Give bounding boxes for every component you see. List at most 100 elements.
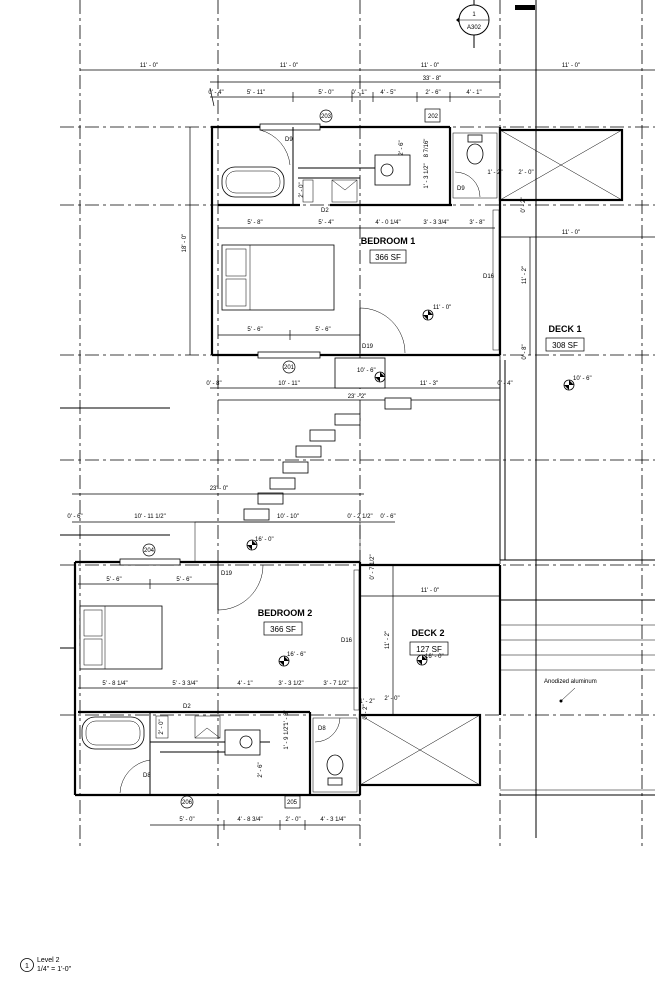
b1-dim-a1: 5' - 4" bbox=[318, 220, 333, 226]
view-title-number: 1 bbox=[25, 963, 29, 970]
deck-2: 11' - 0" 11' - 2" 0' - 7 1/2" DECK 2 127… bbox=[358, 554, 502, 787]
dim-top-6: 4' - 1" bbox=[466, 90, 481, 96]
b2-door-right: D16 bbox=[341, 638, 353, 644]
bedroom-2-area: 366 SF bbox=[270, 625, 296, 634]
b2-low-4: 3' - 7 1/2" bbox=[323, 681, 348, 687]
bedroom-2-name: BEDROOM 2 bbox=[258, 608, 313, 618]
stair: 10' - 6" bbox=[243, 357, 412, 521]
window-tag-202: 202 bbox=[428, 114, 439, 120]
dim-grid-right: 11' - 0" bbox=[421, 63, 439, 69]
mid-part-2: 10' - 10" bbox=[277, 514, 299, 520]
dim-overall-top: 33' - 8" bbox=[423, 76, 442, 82]
dim-top-2: 5' - 0" bbox=[318, 90, 333, 96]
view-title-scale: 1/4" = 1'-0" bbox=[37, 966, 72, 973]
bedroom-2: BEDROOM 2 366 SF D19 D16 16' - 6" 5' - 6… bbox=[73, 558, 400, 830]
b1-door-tag-0: D9 bbox=[285, 137, 293, 143]
column-marker bbox=[515, 5, 535, 10]
section-marker-number: 1 bbox=[472, 12, 476, 18]
b2-bottom-0: 5' - 0" bbox=[179, 817, 194, 823]
deck-2-area: 127 SF bbox=[416, 645, 442, 654]
mid-dimensions: 23' - 0" 0' - 6" 10' - 11 1/2" 10' - 10"… bbox=[67, 486, 396, 563]
b1-bottom-1: 10' - 11" bbox=[278, 381, 300, 387]
b2-low-0: 5' - 8 1/4" bbox=[102, 681, 127, 687]
mid-part-4: 0' - 6" bbox=[380, 514, 395, 520]
material-note: Anodized aluminum bbox=[544, 679, 597, 703]
b1-door-tag-4: D19 bbox=[362, 344, 374, 350]
deck-1: 11' - 0" 11' - 2" 0' - 8" DECK 1 308 SF … bbox=[498, 128, 655, 560]
section-marker: 1 A302 bbox=[456, 0, 490, 48]
b2-top-1: 5' - 6" bbox=[176, 577, 191, 583]
dim-grid-mid: 11' - 0" bbox=[280, 63, 298, 69]
b1-elevation: 11' - 0" bbox=[433, 305, 451, 311]
b2-door-top: D19 bbox=[221, 571, 233, 577]
b1-dim-a3: 3' - 3 3/4" bbox=[423, 220, 448, 226]
dim-top-0: 0' - 4" bbox=[208, 90, 223, 96]
window-tag-206: 206 bbox=[182, 800, 193, 806]
b1-vdim-4: 1' - 2" bbox=[487, 170, 502, 176]
mid-part-1: 10' - 11 1/2" bbox=[134, 514, 166, 520]
note-anodized-aluminum: Anodized aluminum bbox=[544, 679, 597, 685]
b1-vdim-1: 1' - 3 1/2" bbox=[424, 163, 430, 188]
view-title-name: Level 2 bbox=[37, 957, 60, 964]
deck-1-area: 308 SF bbox=[552, 341, 578, 350]
mid-elevation: 16' - 0" bbox=[255, 537, 274, 543]
b2-bottom-3: 4' - 3 1/4" bbox=[320, 817, 345, 823]
b1-vdim-0: 2' - 6" bbox=[399, 140, 405, 155]
deck-2-height: 11' - 2" bbox=[385, 631, 391, 649]
b2-bottom-2: 2' - 0" bbox=[285, 817, 300, 823]
b2-vdim-6: 0' - 2" bbox=[363, 704, 369, 719]
bedroom-1-area: 366 SF bbox=[375, 253, 401, 262]
stair-elevation: 10' - 6" bbox=[357, 368, 376, 374]
dim-top-4: 4' - 5" bbox=[380, 90, 395, 96]
window-tag-204: 204 bbox=[144, 548, 155, 554]
mid-part-0: 0' - 6" bbox=[67, 514, 82, 520]
b2-low-1: 5' - 3 3/4" bbox=[172, 681, 197, 687]
b2-vdim-3: 2' - 6" bbox=[258, 762, 264, 777]
b1-vdim-6: 0' - 2" bbox=[521, 197, 527, 212]
b1-dim-b0: 5' - 6" bbox=[247, 327, 262, 333]
window-tag-203: 203 bbox=[321, 114, 332, 120]
b2-top-0: 5' - 6" bbox=[106, 577, 121, 583]
deck-1-height: 11' - 2" bbox=[522, 266, 528, 284]
b2-vdim-1: 1' - 9 1/2" bbox=[284, 724, 290, 749]
dim-grid-left: 11' - 0" bbox=[140, 63, 158, 69]
b1-dim-a2: 4' - 0 1/4" bbox=[375, 220, 400, 226]
window-tags-top: 203 202 bbox=[319, 108, 441, 123]
mid-part-3: 0' - 2 1/2" bbox=[347, 514, 372, 520]
b1-bottom-2: 11' - 3" bbox=[420, 381, 438, 387]
top-dimensions: 11' - 0" 11' - 0" 11' - 0" 11' - 0" 33' … bbox=[80, 63, 655, 107]
dim-top-1: 5' - 11" bbox=[247, 90, 265, 96]
b2-vdim-0: 2' - 0" bbox=[159, 719, 165, 734]
deck-1-gap: 0' - 8" bbox=[522, 344, 528, 359]
b1-dim-b1: 5' - 6" bbox=[315, 327, 330, 333]
b1-dim-a4: 3' - 8" bbox=[469, 220, 484, 226]
b1-bottom-4: 23' - 2" bbox=[348, 394, 367, 400]
deck-2-name: DECK 2 bbox=[411, 628, 444, 638]
deck-1-elevation: 10' - 6" bbox=[573, 376, 592, 382]
window-tag-201: 201 bbox=[284, 365, 295, 371]
b2-vdim-4: 1' - 2" bbox=[359, 699, 374, 705]
dim-top-3: 0' - 1" bbox=[351, 90, 366, 96]
section-marker-sheet: A302 bbox=[467, 25, 482, 31]
mid-overall: 23' - 0" bbox=[210, 486, 229, 492]
b1-door-tag-1: D2 bbox=[321, 208, 329, 214]
bedroom-1: BEDROOM 1 366 SF 5' - 8" 5' - 4" 4' - 0 … bbox=[182, 123, 534, 401]
b1-dim-a0: 5' - 8" bbox=[247, 220, 262, 226]
b2-bottom-1: 4' - 8 3/4" bbox=[237, 817, 262, 823]
b1-vdim-2: 8 7/16" bbox=[424, 139, 430, 158]
dim-top-5: 2' - 6" bbox=[425, 90, 440, 96]
b2-door-tag-d2: D2 bbox=[183, 704, 191, 710]
deck-2-elevation: 16' - 0" bbox=[425, 654, 444, 660]
deck-1-width: 11' - 0" bbox=[562, 230, 580, 236]
b2-vdim-2: 1' - 3" bbox=[284, 710, 290, 725]
view-title: 1 Level 2 1/4" = 1'-0" bbox=[20, 957, 72, 973]
window-tag-205: 205 bbox=[287, 800, 298, 806]
b1-bottom-0: 0' - 8" bbox=[206, 381, 221, 387]
b2-low-3: 3' - 3 1/2" bbox=[278, 681, 303, 687]
b2-elevation: 16' - 6" bbox=[287, 652, 306, 658]
b1-door-tag-2: D9 bbox=[457, 186, 465, 192]
b1-door-tag-3: D16 bbox=[483, 274, 495, 280]
deck-1-name: DECK 1 bbox=[548, 324, 581, 334]
deck-2-width: 11' - 0" bbox=[421, 588, 439, 594]
